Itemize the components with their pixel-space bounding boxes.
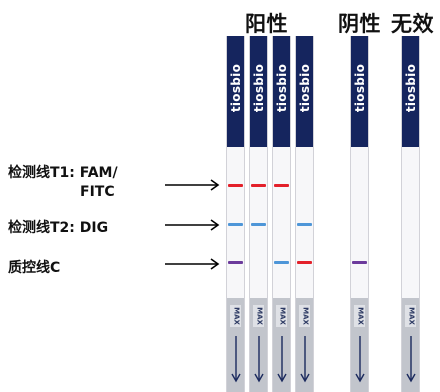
max-section: MAX <box>351 298 368 392</box>
max-mark: MAX <box>232 307 240 325</box>
max-section: MAX <box>296 298 313 392</box>
strip-brand-block: tiosbio <box>250 36 267 147</box>
control-band <box>297 261 312 264</box>
flow-arrow-icon <box>300 336 310 383</box>
brand-text: tiosbio <box>352 63 367 113</box>
brand-text: tiosbio <box>297 63 312 113</box>
brand-text: tiosbio <box>274 63 289 113</box>
max-mark: MAX <box>278 307 286 325</box>
t2-band <box>251 223 266 226</box>
flow-arrow-icon <box>277 336 287 383</box>
t1-pointer-arrow <box>165 179 220 191</box>
flow-arrow-icon <box>406 336 416 383</box>
control-band <box>352 261 367 264</box>
strip-brand-block: tiosbio <box>402 36 419 147</box>
test-strip-negative: tiosbio MAX <box>350 36 369 392</box>
header-negative: 阴性 <box>338 12 381 36</box>
test-strip-invalid: tiosbio MAX <box>401 36 420 392</box>
max-section: MAX <box>402 298 419 392</box>
t2-pointer-arrow <box>165 219 220 231</box>
flow-arrow-icon <box>355 336 365 383</box>
control-band <box>274 261 289 264</box>
brand-text: tiosbio <box>228 63 243 113</box>
max-mark: MAX <box>301 307 309 325</box>
header-invalid: 无效 <box>391 12 434 36</box>
max-section: MAX <box>273 298 290 392</box>
label-control: 质控线C <box>8 260 61 276</box>
label-t1-line1: 检测线T1: FAM/ <box>8 165 118 181</box>
max-mark: MAX <box>255 307 263 325</box>
strip-brand-block: tiosbio <box>227 36 244 147</box>
control-pointer-arrow <box>165 258 220 270</box>
test-strip-positive-2: tiosbio MAX <box>249 36 268 392</box>
t1-band <box>251 184 266 187</box>
label-t2: 检测线T2: DIG <box>8 220 109 236</box>
test-strip-positive-3: tiosbio MAX <box>272 36 291 392</box>
flow-arrow-icon <box>231 336 241 383</box>
max-mark: MAX <box>356 307 364 325</box>
label-t1-line2: FITC <box>80 184 115 200</box>
header-positive: 阳性 <box>245 12 288 36</box>
strip-brand-block: tiosbio <box>296 36 313 147</box>
control-band <box>228 261 243 264</box>
test-strip-positive-4: tiosbio MAX <box>295 36 314 392</box>
max-section: MAX <box>250 298 267 392</box>
brand-text: tiosbio <box>403 63 418 113</box>
max-mark: MAX <box>407 307 415 325</box>
t2-band <box>297 223 312 226</box>
strip-brand-block: tiosbio <box>273 36 290 147</box>
t2-band <box>228 223 243 226</box>
t1-band <box>274 184 289 187</box>
t1-band <box>228 184 243 187</box>
max-section: MAX <box>227 298 244 392</box>
test-strip-positive-1: tiosbio MAX <box>226 36 245 392</box>
flow-arrow-icon <box>254 336 264 383</box>
brand-text: tiosbio <box>251 63 266 113</box>
strip-brand-block: tiosbio <box>351 36 368 147</box>
